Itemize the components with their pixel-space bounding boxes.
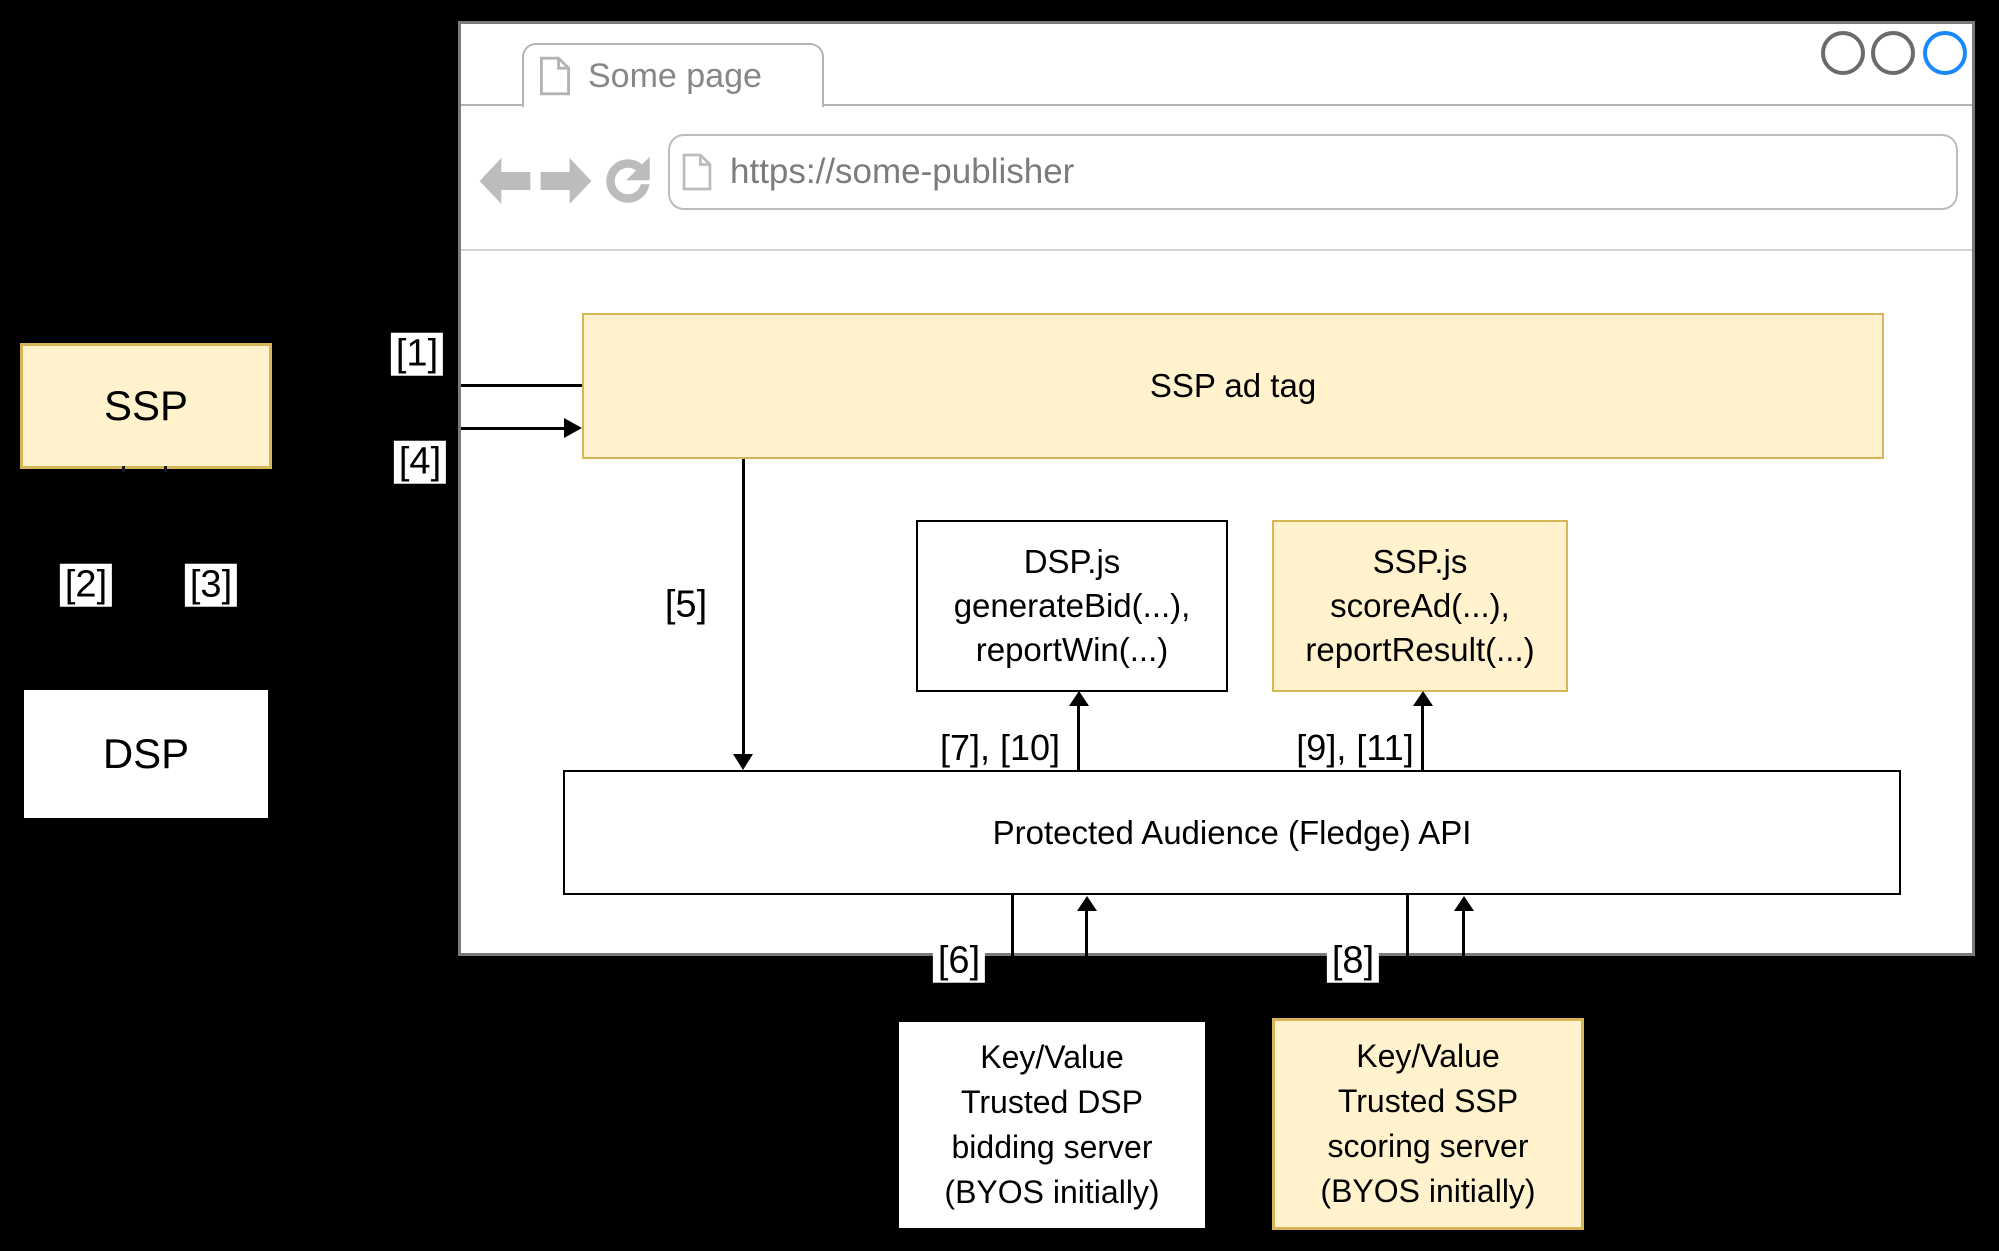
back-arrow-icon bbox=[476, 152, 534, 210]
step-label-2: [2] bbox=[59, 563, 113, 607]
connector-step5-line bbox=[742, 459, 745, 756]
page-icon bbox=[682, 152, 712, 192]
arrowhead-up bbox=[1454, 896, 1474, 911]
kv-ssp-scoring-server-box: Key/Value Trusted SSP scoring server (BY… bbox=[1272, 1018, 1584, 1230]
arrowhead-up bbox=[1413, 691, 1433, 706]
window-control-active-icon[interactable] bbox=[1923, 31, 1967, 75]
connector-step8-up-line bbox=[1462, 909, 1465, 956]
kv-dsp-bidding-server-box: Key/Value Trusted DSP bidding server (BY… bbox=[897, 1020, 1207, 1230]
arrowhead-down bbox=[733, 754, 753, 770]
reload-icon bbox=[598, 151, 658, 211]
step-label-8: [8] bbox=[1326, 939, 1380, 983]
window-control-icon[interactable] bbox=[1871, 31, 1915, 75]
connector-stub bbox=[164, 466, 167, 472]
step-label-9-11: [9], [11] bbox=[1291, 727, 1419, 769]
url-text: https://some-publisher bbox=[730, 152, 1075, 191]
connector-step1-line bbox=[461, 384, 582, 387]
reload-button[interactable] bbox=[598, 151, 658, 211]
ssp-js-box: SSP.js scoreAd(...), reportResult(...) bbox=[1272, 520, 1568, 692]
step-label-4: [4] bbox=[393, 440, 447, 484]
back-button[interactable] bbox=[476, 152, 534, 210]
arrowhead-up bbox=[1077, 896, 1097, 911]
protected-audience-api-box: Protected Audience (Fledge) API bbox=[563, 770, 1901, 895]
step-label-6: [6] bbox=[932, 939, 986, 983]
url-bar[interactable]: https://some-publisher bbox=[668, 134, 1958, 210]
dsp-js-box: DSP.js generateBid(...), reportWin(...) bbox=[916, 520, 1228, 692]
forward-button[interactable] bbox=[537, 152, 595, 210]
tab-title: Some page bbox=[588, 56, 762, 95]
window-control-icon[interactable] bbox=[1821, 31, 1865, 75]
connector-step9-11-line bbox=[1421, 704, 1424, 770]
step-label-1: [1] bbox=[390, 332, 444, 376]
forward-arrow-icon bbox=[537, 152, 595, 210]
ssp-ad-tag-box: SSP ad tag bbox=[582, 313, 1884, 459]
connector-stub bbox=[122, 466, 125, 472]
dsp-entity-box: DSP bbox=[22, 688, 270, 820]
connector-step4-line bbox=[461, 427, 566, 430]
step-label-3: [3] bbox=[184, 563, 238, 607]
toolbar-separator bbox=[461, 249, 1972, 251]
step-label-5: [5] bbox=[659, 583, 713, 627]
ssp-entity-box: SSP bbox=[20, 343, 272, 469]
page-icon bbox=[538, 56, 572, 96]
tab-strip-divider bbox=[461, 104, 1972, 106]
connector-step8-down-line bbox=[1406, 895, 1409, 956]
connector-step6-down-line bbox=[1011, 895, 1014, 956]
step-label-7-10: [7], [10] bbox=[934, 727, 1066, 769]
connector-step6-up-line bbox=[1085, 909, 1088, 956]
connector-step7-10-line bbox=[1077, 704, 1080, 770]
arrowhead-up bbox=[1069, 691, 1089, 706]
browser-tab[interactable]: Some page bbox=[522, 43, 824, 107]
arrowhead-right bbox=[564, 418, 582, 438]
